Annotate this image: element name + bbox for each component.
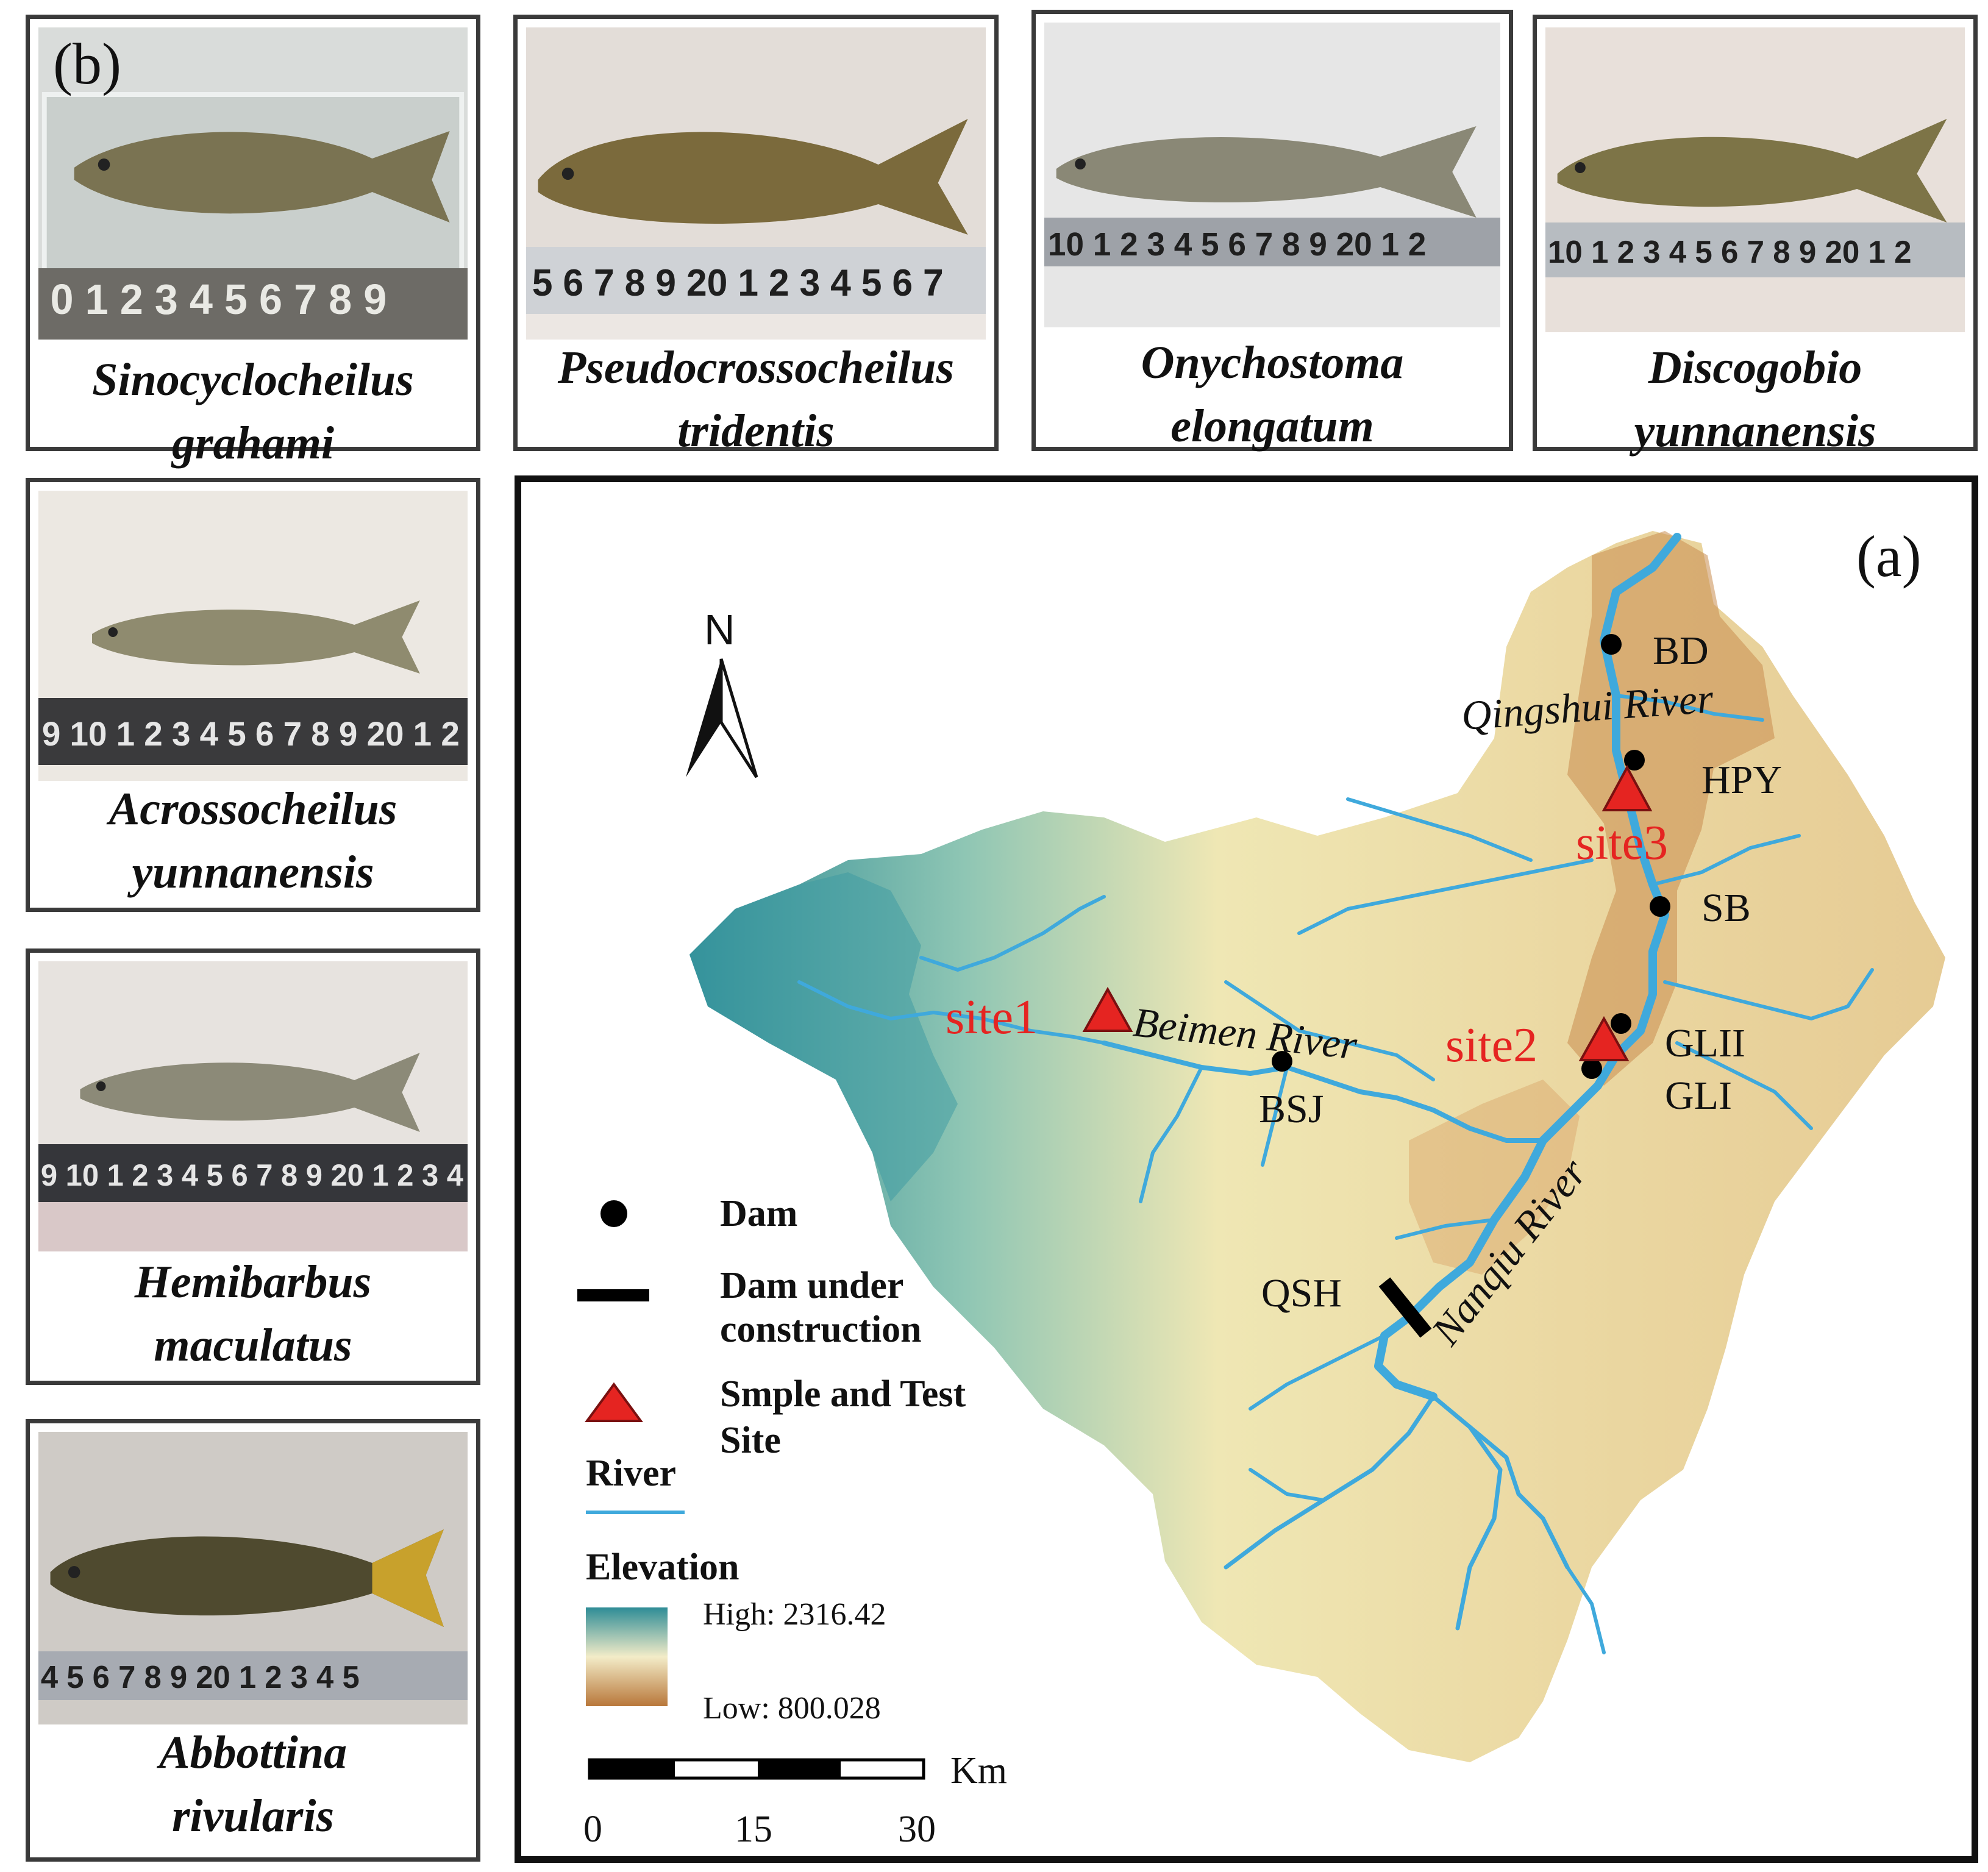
scale-tick-0: 0 — [583, 1809, 602, 1850]
scale-bar: Km 0 15 30 — [583, 1750, 1007, 1850]
species-caption-line2: rivularis — [171, 1790, 335, 1842]
scale-tick-30: 30 — [898, 1809, 936, 1850]
dam-label-glii: GLII — [1665, 1021, 1745, 1066]
species-caption-line2: maculatus — [154, 1320, 352, 1371]
site-marker-site1 — [1082, 986, 1133, 1032]
north-label: N — [704, 606, 735, 653]
species-caption-line2: yunnanensis — [132, 847, 374, 898]
species-caption-line2: grahami — [171, 418, 335, 469]
dam-label-hpy: HPY — [1701, 758, 1782, 802]
scale-tick-15: 15 — [735, 1809, 772, 1850]
panel-a-label: (a) — [1856, 524, 1922, 589]
species-caption-line1: Onychostoma — [1141, 337, 1404, 388]
species-caption-line2: tridentis — [677, 405, 835, 457]
legend-dam-uc-symbol — [577, 1289, 649, 1301]
fish-photo: 5 6 7 8 9 20 1 2 3 4 5 6 7 — [526, 27, 986, 340]
legend-site-line1: Smple and Test — [720, 1373, 966, 1415]
dam-label-qsh: QSH — [1261, 1271, 1342, 1315]
legend-elevation-low: Low: 800.028 — [703, 1691, 881, 1726]
species-caption-line2: yunnanensis — [1634, 405, 1876, 457]
highland-zone — [1567, 531, 1775, 1086]
species-caption-line1: Pseudocrossocheilus — [557, 342, 955, 393]
legend-site-symbol — [585, 1382, 643, 1422]
dam-marker-bsj — [1272, 1051, 1292, 1072]
dam-marker-hpy — [1624, 750, 1645, 771]
site-marker-site2 — [1578, 1016, 1630, 1061]
site-label-site3: site3 — [1576, 816, 1668, 870]
dam-label-gli: GLI — [1665, 1073, 1732, 1118]
species-card-5: 9 10 1 2 3 4 5 6 7 8 9 20 1 2 Acrossoche… — [26, 478, 480, 912]
species-caption-line1: Hemibarbus — [134, 1256, 372, 1308]
species-caption-line1: Sinocyclocheilus — [92, 354, 414, 405]
dam-label-bsj: BSJ — [1259, 1087, 1324, 1131]
fish-photo: 9 10 1 2 3 4 5 6 7 8 9 20 1 2 3 4 5 — [38, 961, 468, 1251]
site-marker-site3 — [1601, 764, 1653, 811]
dam-markers — [1272, 634, 1670, 1079]
species-caption-line2: elongatum — [1170, 400, 1374, 452]
fish-photo: 4 5 6 7 8 9 20 1 2 3 4 5 — [38, 1432, 468, 1724]
fish-photo: 0 1 2 3 4 5 6 7 8 9 — [38, 27, 468, 340]
ruler-readout: 4 5 6 7 8 9 20 1 2 3 4 5 — [41, 1659, 360, 1695]
site-label-site1: site1 — [946, 991, 1038, 1044]
fish-photo: 9 10 1 2 3 4 5 6 7 8 9 20 1 2 — [38, 491, 468, 781]
legend-elevation-title: Elevation — [586, 1546, 739, 1588]
dam-label-sb: SB — [1701, 886, 1751, 930]
dam-marker-sb — [1650, 896, 1670, 917]
ruler-readout: 10 1 2 3 4 5 6 7 8 9 20 1 2 — [1048, 227, 1426, 263]
north-arrow: N — [686, 606, 758, 778]
elevation-color-ramp — [586, 1607, 668, 1706]
species-caption-line1: Acrossocheilus — [109, 783, 397, 835]
study-area-map-panel: BD HPY SB GLII GLI BSJ QSH Qingshui Rive… — [515, 475, 1978, 1863]
species-card-4: 10 1 2 3 4 5 6 7 8 9 20 1 2 Discogobio y… — [1533, 15, 1978, 457]
study-area-map: BD HPY SB GLII GLI BSJ QSH Qingshui Rive… — [577, 524, 1945, 1850]
species-card-7: 4 5 6 7 8 9 20 1 2 3 4 5 Abbottina rivul… — [26, 1419, 480, 1862]
river-network — [797, 533, 1874, 1654]
west-lowland-zone — [689, 872, 958, 1201]
species-caption-line1: Abbottina — [159, 1727, 347, 1778]
scale-unit: Km — [950, 1750, 1007, 1792]
ruler-readout: 10 1 2 3 4 5 6 7 8 9 20 1 2 — [1548, 234, 1912, 269]
ruler-readout: 9 10 1 2 3 4 5 6 7 8 9 20 1 2 — [42, 714, 460, 753]
legend-river-label: River — [586, 1453, 676, 1494]
dam-marker-gli — [1581, 1058, 1602, 1079]
dam-marker-glii — [1611, 1013, 1631, 1034]
site-markers — [1082, 764, 1653, 1061]
dam-label-bd: BD — [1653, 628, 1709, 673]
legend-dam-label: Dam — [720, 1193, 797, 1234]
ruler-readout: 0 1 2 3 4 5 6 7 8 9 — [51, 275, 387, 323]
dam-under-construction-marker — [1378, 1277, 1432, 1338]
ruler-readout: 9 10 1 2 3 4 5 6 7 8 9 20 1 2 3 4 5 — [41, 1159, 468, 1193]
legend-dam-symbol — [600, 1200, 627, 1227]
panel-b-label: (b) — [53, 31, 121, 96]
dam-marker-bd — [1601, 634, 1622, 655]
species-card-3: 10 1 2 3 4 5 6 7 8 9 20 1 2 Onychostoma … — [1031, 10, 1513, 452]
map-legend: Dam Dam under construction Smple and Tes… — [577, 1193, 966, 1726]
species-card-6: 9 10 1 2 3 4 5 6 7 8 9 20 1 2 3 4 5 Hemi… — [26, 948, 480, 1385]
legend-site-line2: Site — [720, 1420, 781, 1461]
ruler-readout: 5 6 7 8 9 20 1 2 3 4 5 6 7 — [532, 262, 944, 304]
legend-elevation-high: High: 2316.42 — [703, 1597, 886, 1632]
fish-photo: 10 1 2 3 4 5 6 7 8 9 20 1 2 — [1545, 27, 1965, 332]
legend-dam-uc-line2: construction — [720, 1309, 922, 1350]
site-label-site2: site2 — [1445, 1019, 1537, 1072]
species-card-2: 5 6 7 8 9 20 1 2 3 4 5 6 7 Pseudocrossoc… — [513, 15, 999, 457]
fish-photo: 10 1 2 3 4 5 6 7 8 9 20 1 2 — [1044, 23, 1500, 327]
species-caption-line1: Discogobio — [1648, 342, 1862, 393]
species-card-1: 0 1 2 3 4 5 6 7 8 9 (b) Sinocyclocheilus… — [26, 15, 480, 469]
legend-dam-uc-line1: Dam under — [720, 1265, 903, 1306]
